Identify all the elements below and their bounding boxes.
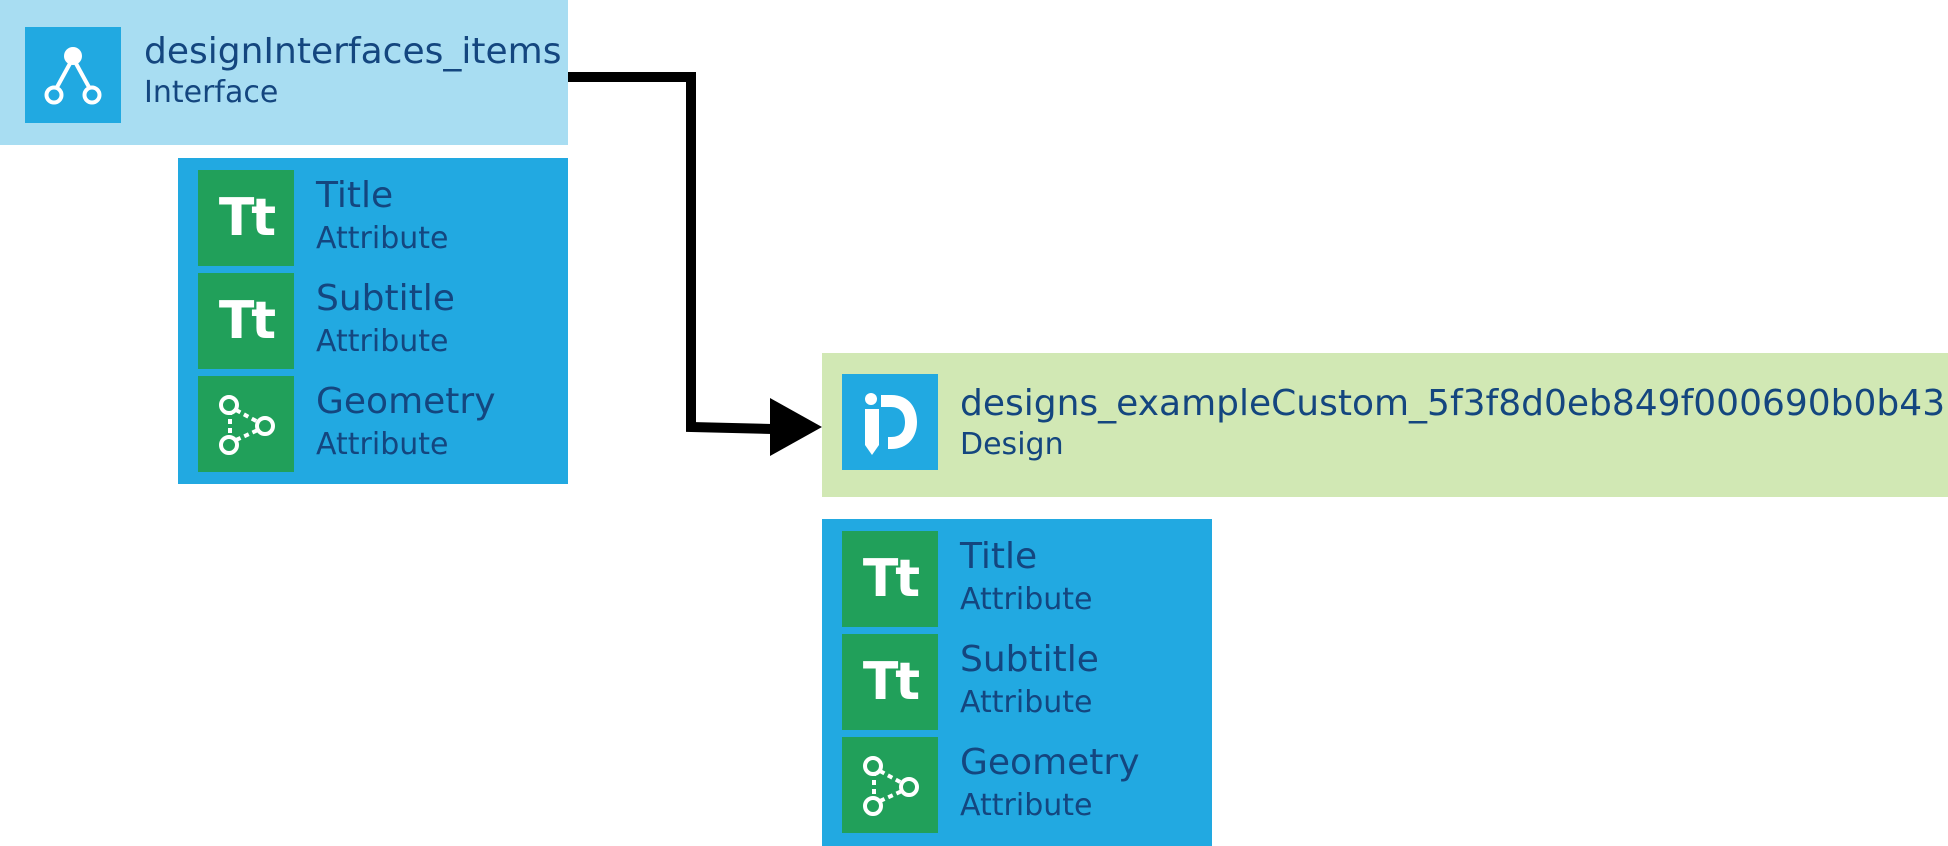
attribute-row-geometry[interactable]: Geometry Attribute xyxy=(842,737,1202,833)
text-attribute-icon: Tt xyxy=(842,531,938,627)
attribute-type: Attribute xyxy=(316,427,449,462)
text-attribute-icon: Tt xyxy=(198,170,294,266)
arrowhead xyxy=(770,398,822,456)
attribute-name: Geometry xyxy=(316,381,496,422)
connector-line xyxy=(568,72,773,434)
attribute-type: Attribute xyxy=(960,788,1093,823)
attribute-type: Attribute xyxy=(316,324,449,359)
interface-node[interactable]: designInterfaces_items Interface xyxy=(0,0,568,145)
attribute-name: Subtitle xyxy=(960,639,1099,680)
attribute-type: Attribute xyxy=(960,685,1093,720)
text-attribute-icon: Tt xyxy=(198,273,294,369)
attribute-type: Attribute xyxy=(316,221,449,256)
attribute-row-subtitle[interactable]: Tt Subtitle Attribute xyxy=(198,273,558,369)
attribute-name: Geometry xyxy=(960,742,1140,783)
attribute-row-subtitle[interactable]: Tt Subtitle Attribute xyxy=(842,634,1202,730)
interface-node-icon xyxy=(25,27,121,123)
design-attributes-panel: Tt Title Attribute Tt Subtitle Attribute… xyxy=(822,519,1212,846)
interface-node-title: designInterfaces_items xyxy=(144,31,562,72)
attribute-row-title[interactable]: Tt Title Attribute xyxy=(198,170,558,266)
attribute-row-geometry[interactable]: Geometry Attribute xyxy=(198,376,558,472)
attribute-name: Title xyxy=(316,175,394,216)
text-attribute-icon: Tt xyxy=(842,634,938,730)
geometry-attribute-icon xyxy=(842,737,938,833)
attribute-row-title[interactable]: Tt Title Attribute xyxy=(842,531,1202,627)
design-icon xyxy=(842,374,938,470)
design-node-title: designs_exampleCustom_5f3f8d0eb849f00069… xyxy=(960,383,1946,424)
geometry-attribute-icon xyxy=(198,376,294,472)
attribute-type: Attribute xyxy=(960,582,1093,617)
interface-node-subtitle: Interface xyxy=(144,75,279,110)
design-node-subtitle: Design xyxy=(960,427,1064,462)
interface-attributes-panel: Tt Title Attribute Tt Subtitle Attribute… xyxy=(178,158,568,484)
attribute-name: Title xyxy=(960,536,1038,577)
attribute-name: Subtitle xyxy=(316,278,455,319)
design-node[interactable]: designs_exampleCustom_5f3f8d0eb849f00069… xyxy=(822,353,1948,497)
